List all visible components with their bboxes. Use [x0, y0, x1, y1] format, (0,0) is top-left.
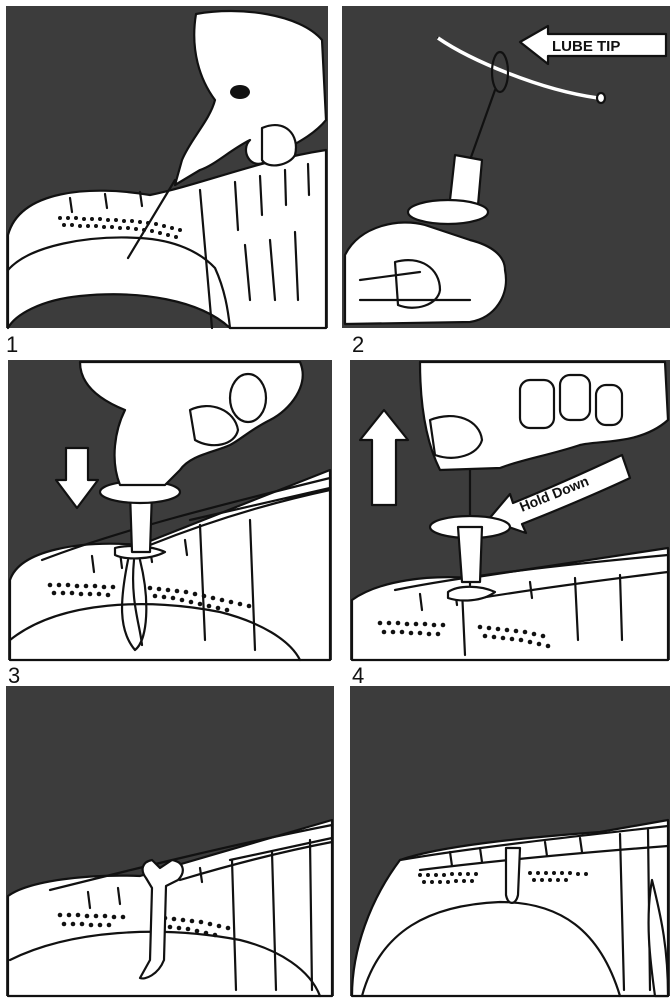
step-number-1: 1 [6, 332, 18, 357]
step-number-3: 3 [8, 663, 20, 688]
step-number-2: 2 [352, 332, 364, 357]
panel-5-plug-installed [6, 686, 334, 996]
lube-tip-label: LUBE TIP [552, 38, 620, 55]
panel-3-push-tool-in: 3 [8, 360, 332, 688]
panel-4-withdraw-tool: Hold Down 4 [350, 360, 670, 688]
panel-2-lube-tip: LUBE TIP 2 [342, 6, 670, 357]
panel-1-insert-reamer: 1 [6, 6, 328, 357]
step-number-4: 4 [352, 663, 364, 688]
plug-illustration-6 [506, 848, 520, 903]
panel-6-plug-trimmed [350, 686, 670, 996]
